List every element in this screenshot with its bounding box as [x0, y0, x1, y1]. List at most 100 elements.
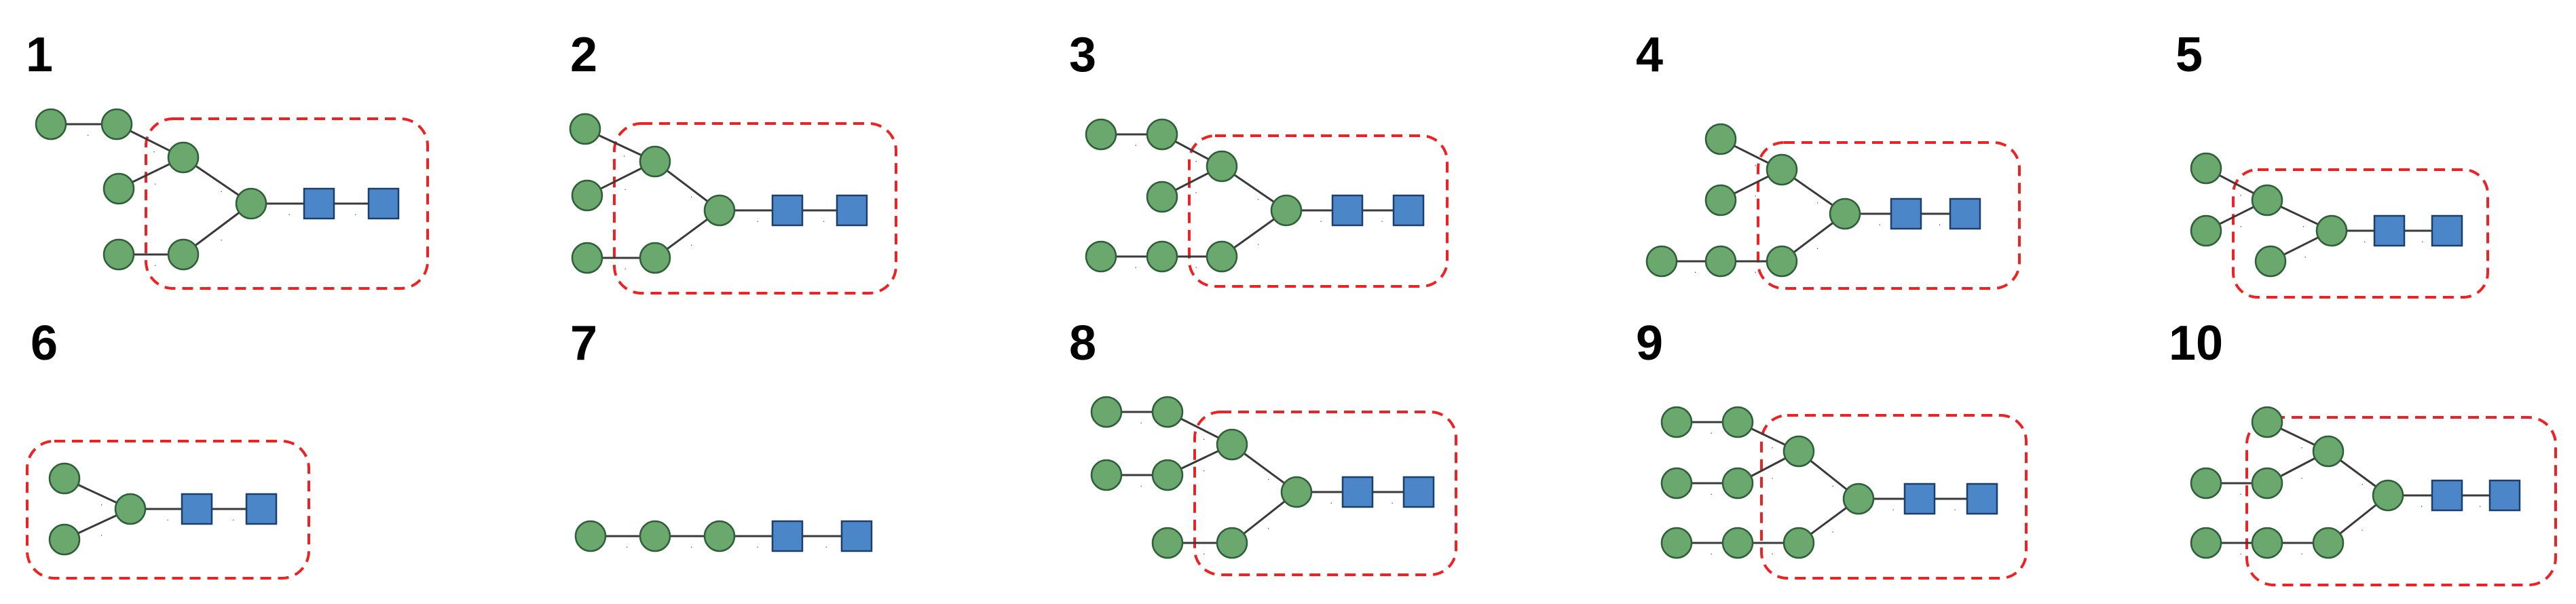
- mannose-circle-icon: [2315, 214, 2348, 247]
- glcnac-square-icon: [1392, 194, 1425, 227]
- mannose-circle-icon: [1146, 181, 1178, 213]
- mannose-circle-icon: [1146, 240, 1178, 273]
- linkage-annotation: ·: [1694, 267, 1697, 277]
- mannose-circle-icon: [2251, 406, 2283, 438]
- mannose-circle-icon: [1151, 527, 1184, 559]
- linkage-annotation: ·: [1754, 160, 1757, 170]
- linkage-annotation: ·: [154, 260, 157, 270]
- structure-label-3: 3: [1069, 28, 1096, 82]
- mannose-circle-icon: [1782, 435, 1815, 468]
- glycan-glyphs: ········································…: [35, 108, 2521, 559]
- linkage-annotation: ·: [1816, 197, 1819, 208]
- mannose-circle-icon: [703, 194, 736, 227]
- mannose-circle-icon: [1270, 194, 1303, 227]
- linkage-annotation: ·: [690, 542, 693, 552]
- linkage-annotation: ·: [690, 191, 693, 202]
- mannose-circle-icon: [2190, 214, 2222, 247]
- core-box-9: [1760, 414, 2028, 580]
- mannose-circle-icon: [1216, 527, 1248, 559]
- linkage-annotation: ·: [626, 542, 629, 552]
- linkage-annotation: ·: [2361, 479, 2364, 489]
- linkage-annotation: ·: [1140, 480, 1142, 491]
- linkage-annotation: ·: [354, 209, 357, 219]
- glcnac-square-icon: [1949, 197, 1981, 230]
- structure-label-4: 4: [1636, 28, 1663, 82]
- linkage-annotation: ·: [1195, 187, 1197, 197]
- glycan-structure-10: ·········: [2190, 406, 2521, 559]
- mannose-circle-icon: [1766, 245, 1798, 278]
- mannose-circle-icon: [100, 108, 133, 140]
- linkage-annotation: ·: [2421, 501, 2423, 511]
- linkage-annotation: ·: [100, 499, 103, 510]
- core-box-8: [1193, 411, 1457, 576]
- linkage-annotation: ·: [1939, 219, 1941, 229]
- linkage-annotation: ·: [756, 542, 759, 552]
- structure-label-10: 10: [2169, 316, 2223, 371]
- mannose-circle-icon: [639, 520, 671, 552]
- linkage-annotation: ·: [2300, 442, 2303, 453]
- glcnac-square-icon: [771, 194, 804, 227]
- structure-label-7: 7: [570, 316, 597, 371]
- mannose-circle-icon: [48, 462, 81, 495]
- linkage-annotation: ·: [623, 151, 626, 161]
- linkage-annotation: ·: [1816, 243, 1819, 253]
- glcnac-square-icon: [181, 493, 213, 525]
- linkage-annotation: ·: [1257, 194, 1260, 204]
- mannose-circle-icon: [1842, 483, 1875, 515]
- mannose-circle-icon: [2190, 527, 2222, 559]
- glycan-structure-9: ··········: [1660, 406, 1998, 559]
- linkage-annotation: ·: [1710, 428, 1713, 438]
- mannose-circle-icon: [2190, 152, 2222, 185]
- mannose-circle-icon: [2312, 527, 2345, 559]
- linkage-annotation: ·: [2300, 473, 2303, 483]
- mannose-circle-icon: [2372, 479, 2404, 512]
- mannose-circle-icon: [1146, 118, 1178, 151]
- structure-label-8: 8: [1069, 316, 1096, 371]
- linkage-annotation: ·: [2364, 236, 2366, 246]
- linkage-annotation: ·: [2304, 252, 2307, 262]
- mannose-circle-icon: [569, 113, 601, 145]
- core-box-6: [26, 440, 310, 580]
- linkage-annotation: ·: [823, 216, 825, 226]
- mannose-circle-icon: [1766, 153, 1798, 186]
- core-highlight-boxes: [26, 117, 2557, 586]
- glcnac-square-icon: [2373, 214, 2406, 247]
- mannose-circle-icon: [1280, 476, 1313, 508]
- linkage-annotation: ·: [1754, 191, 1757, 201]
- mannose-circle-icon: [2251, 467, 2283, 499]
- linkage-annotation: ·: [87, 130, 90, 140]
- mannose-circle-icon: [1151, 396, 1184, 428]
- core-box-5: [2232, 168, 2489, 299]
- mannose-circle-icon: [1090, 396, 1123, 428]
- glcnac-square-icon: [245, 493, 278, 525]
- linkage-annotation: ·: [2361, 525, 2364, 535]
- linkage-annotation: ·: [1771, 473, 1774, 483]
- linkage-annotation: ·: [2239, 548, 2242, 559]
- mannose-circle-icon: [1645, 245, 1678, 278]
- linkage-annotation: ·: [2239, 221, 2242, 231]
- mannose-circle-icon: [1829, 197, 1861, 230]
- glycan-structure-6: ····: [48, 462, 278, 556]
- linkage-annotation: ·: [1831, 527, 1834, 537]
- linkage-annotation: ·: [1203, 548, 1206, 559]
- mannose-circle-icon: [2254, 245, 2287, 278]
- linkage-annotation: ·: [220, 235, 223, 245]
- linkage-annotation: ·: [624, 184, 627, 194]
- glcnac-square-icon: [1903, 483, 1936, 515]
- linkage-annotation: ·: [153, 147, 155, 157]
- linkage-annotation: ·: [1267, 523, 1270, 533]
- mannose-circle-icon: [1206, 240, 1238, 273]
- mannose-circle-icon: [1085, 240, 1117, 273]
- glycan-structure-1: ········: [35, 108, 400, 271]
- mannose-circle-icon: [1704, 184, 1737, 216]
- linkage-annotation: ·: [1754, 267, 1757, 277]
- linkage-annotation: ·: [1140, 417, 1142, 428]
- mannose-circle-icon: [167, 238, 200, 271]
- mannose-circle-icon: [35, 108, 67, 140]
- linkage-annotation: ·: [1195, 156, 1197, 166]
- linkage-annotation: ·: [1134, 262, 1137, 272]
- linkage-annotation: ·: [220, 186, 223, 196]
- mannose-circle-icon: [2312, 435, 2345, 468]
